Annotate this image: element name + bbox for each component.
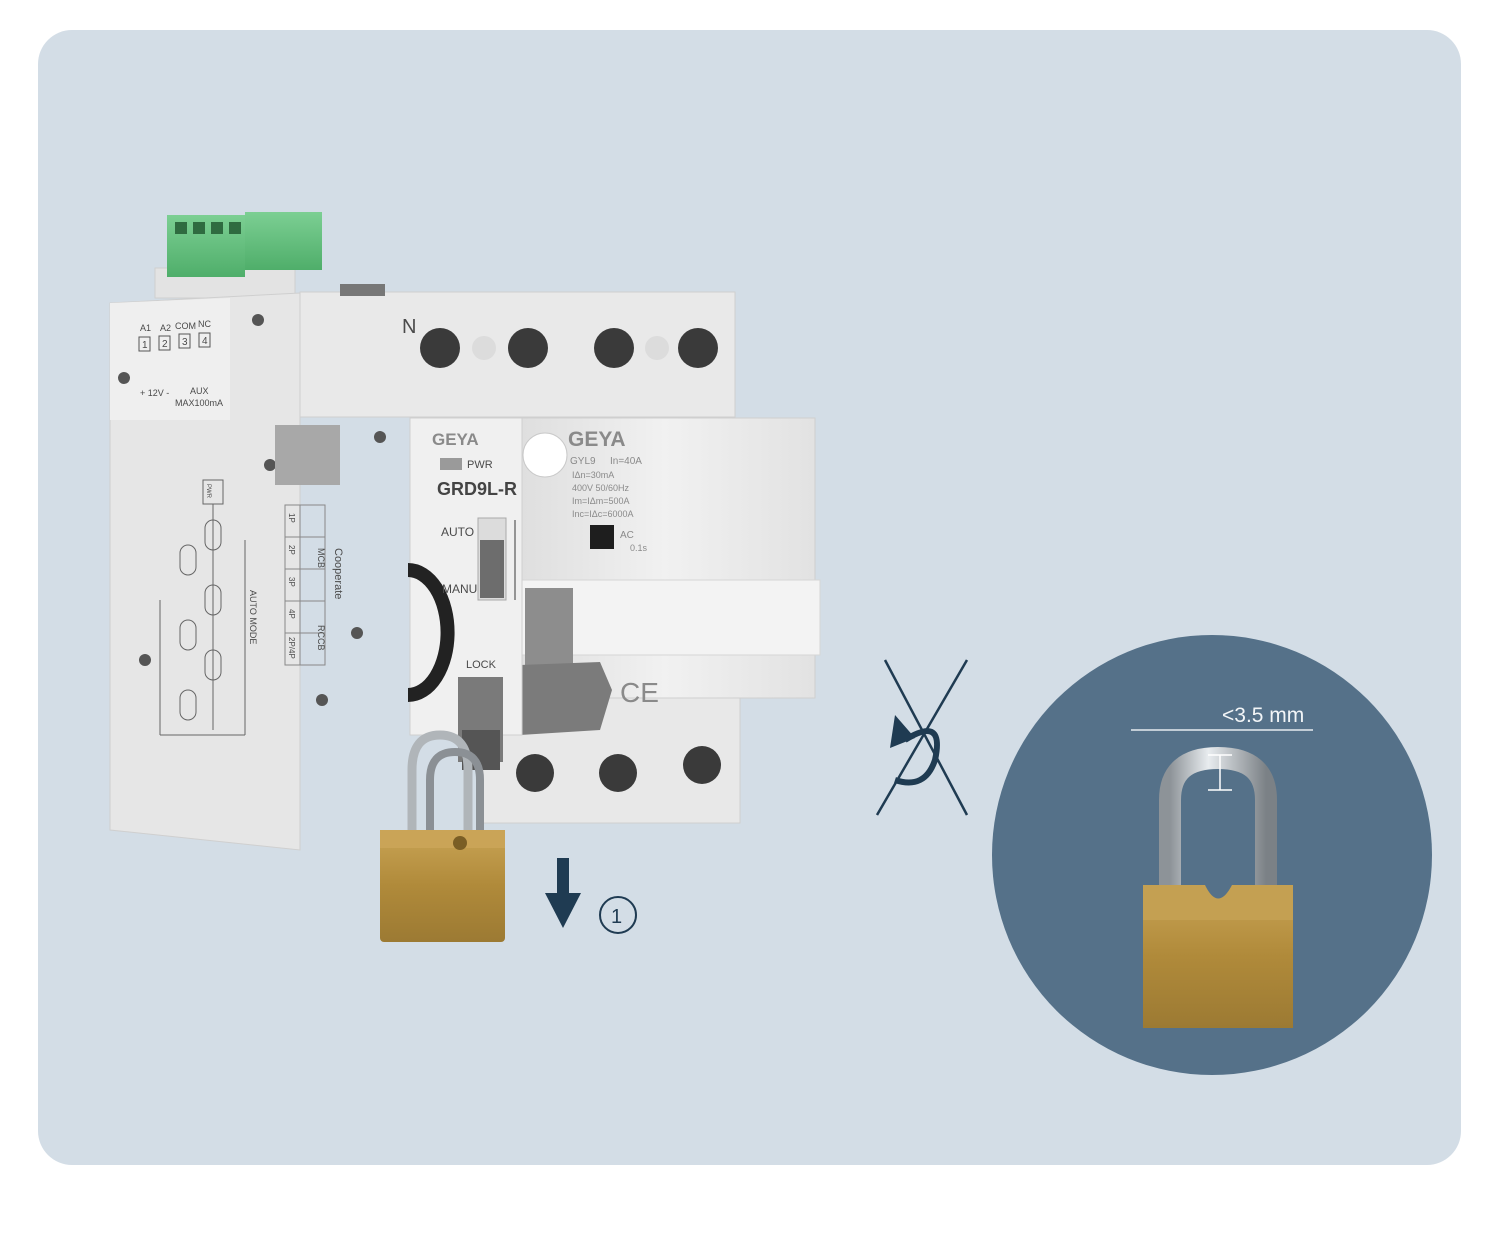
breaker-model: GYL9 [570,456,596,467]
step-number-digit: 1 [611,906,622,928]
dimension-label: <3.5 mm [1222,704,1304,727]
svg-text:AUTO MODE: AUTO MODE [248,590,258,644]
terminal-labels: A1 A2 COM NC 1 2 3 4 + 12V - AUX MAX100m… [138,319,223,408]
spec-line: Inc=IΔc=6000A [572,509,634,519]
breaker-rated-current: In=40A [610,456,642,467]
auto-label: AUTO [441,525,474,539]
time-label: 0.1s [630,543,648,553]
aux-rating: MAX100mA [175,398,223,408]
terminal-label: COM [175,321,196,331]
padlock-on-device [380,730,505,942]
pole-label: 3P [287,577,296,587]
pole-label: 2P [287,545,296,555]
power-note: + 12V - [140,388,169,398]
auto-mode-label: AUTO MODE [248,590,258,644]
top-terminal-holes [420,328,718,368]
arrow-down-icon [545,858,581,928]
auto-mode-flowchart [159,479,246,736]
svg-text:Cooperate: Cooperate [332,548,344,599]
pwr-label: PWR [467,459,493,471]
pole-labels: 1P 2P 3P 4P 2P/4P [287,513,296,659]
terminal-number: 2 [162,339,168,350]
svg-text:PWR: PWR [205,484,211,499]
terminal-label: A2 [160,323,171,333]
module-brand: GEYA [432,430,479,449]
bottom-terminal-holes [516,746,721,792]
cooperate-title: Cooperate [332,548,344,599]
terminal-number: 3 [182,337,188,348]
mcb-label: MCB [316,548,326,568]
type-label: AC [620,530,634,541]
svg-text:MCB: MCB [316,548,326,568]
rotate-forbidden-icon [875,659,969,816]
pole-label: 1P [287,513,296,523]
padlock-detail [992,635,1432,1075]
aux-label: AUX [190,386,209,396]
neutral-mark: N [402,316,416,338]
module-model: GRD9L-R [437,479,517,499]
green-terminal-block [154,212,322,299]
lock-label: LOCK [466,659,497,671]
terminal-number: 1 [142,340,148,351]
terminal-label: NC [198,319,211,329]
rccb-breaker [299,284,821,824]
pole-label: 4P [287,609,296,619]
spec-line: Im=IΔm=500A [572,496,630,506]
ce-mark: CE [620,677,659,708]
breaker-brand: GEYA [568,428,626,451]
terminal-label: A1 [140,323,151,333]
recloser-module [109,212,523,851]
spec-line: 400V 50/60Hz [572,483,630,493]
pole-label: 2P/4P [287,637,296,659]
pwr-box-label: PWR [205,484,211,499]
rccb-label: RCCB [316,625,326,651]
spec-line: IΔn=30mA [572,470,614,480]
svg-text:RCCB: RCCB [316,625,326,651]
manu-label: MANU [442,582,477,596]
terminal-number: 4 [202,336,208,347]
step-number-circle [599,896,637,934]
